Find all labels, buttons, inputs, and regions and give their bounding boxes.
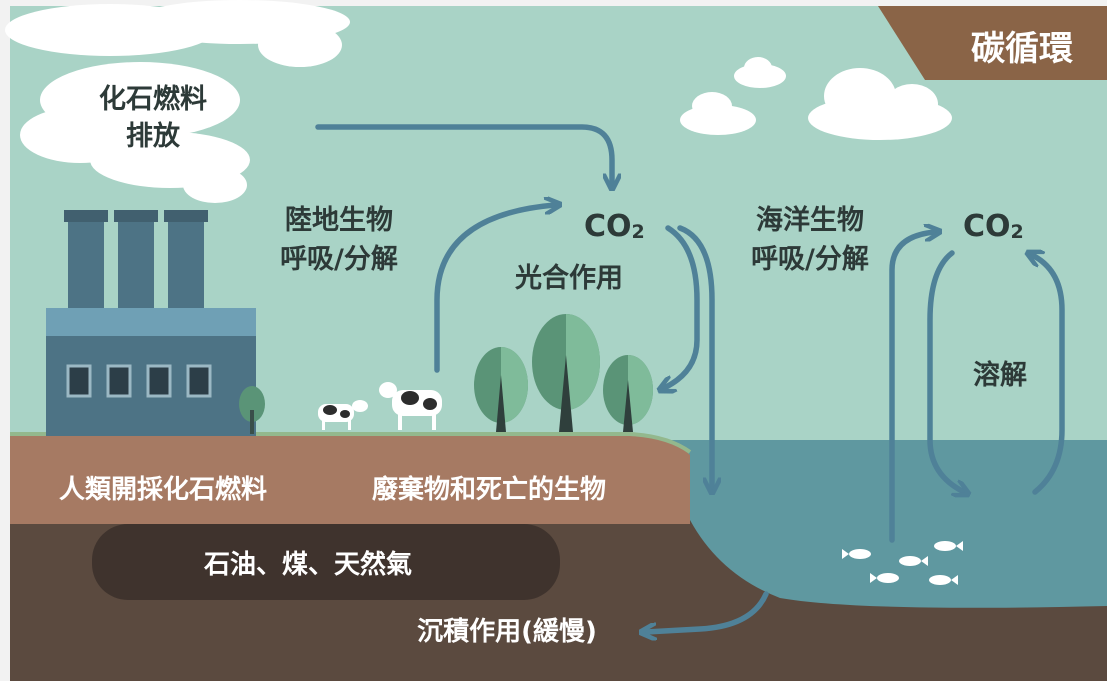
small-tree: [239, 386, 265, 434]
label-land-respiration-line1: 陸地生物: [285, 205, 393, 236]
tree-right: [603, 355, 653, 432]
fossil-fuel-pocket: [92, 524, 560, 600]
label-dissolve: 溶解: [973, 359, 1027, 391]
label-photosynthesis: 光合作用: [514, 262, 623, 294]
label-human-mining: 人類開採化石燃料: [59, 475, 267, 505]
cloud-medium: [680, 92, 756, 135]
arrow-sedimentation: [646, 591, 769, 632]
arrow-co2-to-ocean: [677, 225, 712, 488]
title-badge: [878, 6, 1107, 80]
label-co2-ocean: CO2: [963, 209, 1024, 244]
co2-land-subscript: 2: [632, 221, 645, 243]
arrow-co2-to-trees: [664, 225, 700, 388]
cloud-large: [808, 68, 952, 140]
factory: [46, 210, 256, 436]
cloud-small: [734, 57, 786, 88]
arrow-ocean-to-co2: [889, 232, 935, 543]
label-co2-land: CO2: [584, 209, 645, 244]
label-sedimentation: 沉積作用(緩慢): [417, 617, 597, 647]
co2-ocean-base: CO: [963, 209, 1011, 244]
co2-land-base: CO: [584, 209, 632, 244]
label-oil-coal-gas: 石油、煤、天然氣: [203, 549, 412, 580]
label-fossil-emission-line1: 化石燃料: [99, 84, 207, 115]
label-fossil-emission-line2: 排放: [126, 120, 181, 152]
arrow-emission-to-co2: [315, 124, 612, 184]
label-land-respiration-line2: 呼吸/分解: [280, 244, 398, 275]
grass-line: [10, 432, 692, 454]
smoke-cloud: [5, 0, 350, 203]
cow-small: [318, 400, 368, 430]
label-ocean-respiration-line1: 海洋生物: [756, 204, 864, 236]
arrow-respiration-to-co2: [434, 205, 555, 373]
fish-school: [842, 541, 963, 585]
label-ocean-respiration-line2: 呼吸/分解: [751, 244, 869, 275]
tree-left: [474, 347, 528, 432]
arrow-dissolve-up: [1032, 255, 1065, 495]
diagram-title: 碳循環: [971, 29, 1073, 69]
tree-center: [532, 314, 600, 432]
arrow-dissolve-down: [927, 250, 964, 492]
label-waste-dead: 廢棄物和死亡的生物: [372, 474, 606, 505]
co2-ocean-subscript: 2: [1011, 221, 1024, 243]
top-soil: [10, 436, 690, 524]
cow-large: [379, 382, 442, 430]
